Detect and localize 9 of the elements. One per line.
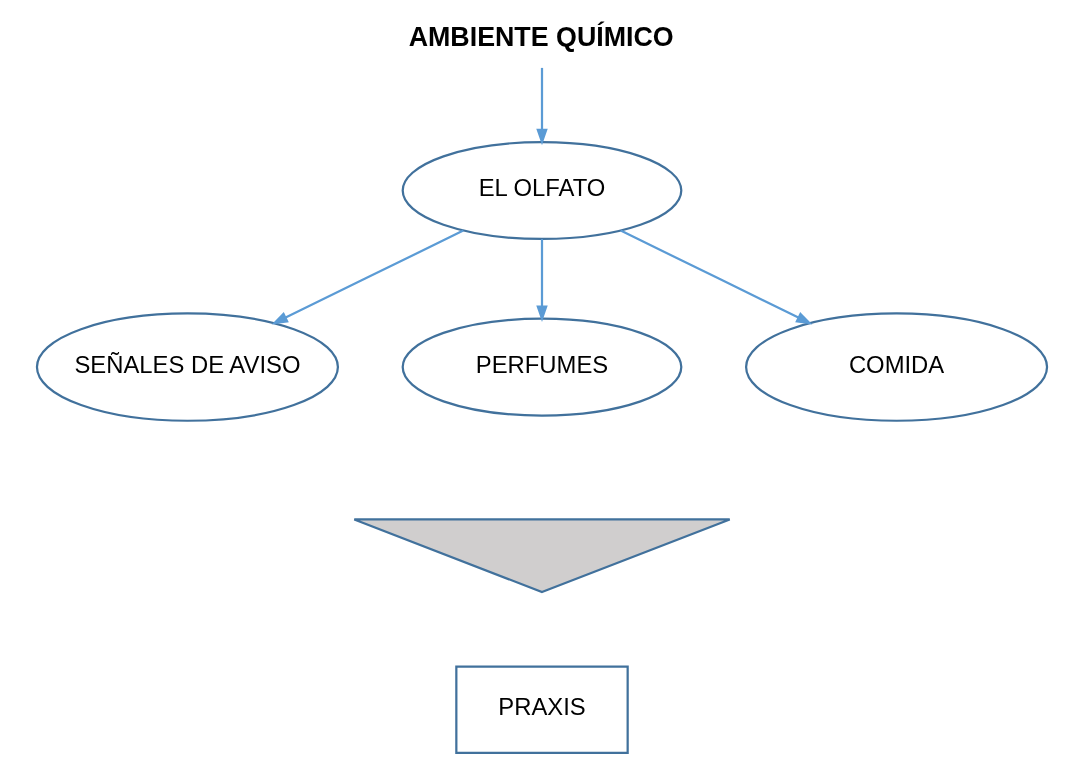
node-box: PRAXIS xyxy=(455,665,629,755)
arrow xyxy=(536,67,548,146)
node-text: AMBIENTE QUÍMICO xyxy=(408,21,674,52)
node-ellipse: PERFUMES xyxy=(401,317,683,417)
arrow xyxy=(536,239,548,322)
node-ellipse: EL OLFATO xyxy=(401,141,683,241)
arrow xyxy=(271,229,464,325)
node-arrow xyxy=(353,518,731,594)
arrow xyxy=(620,229,813,325)
